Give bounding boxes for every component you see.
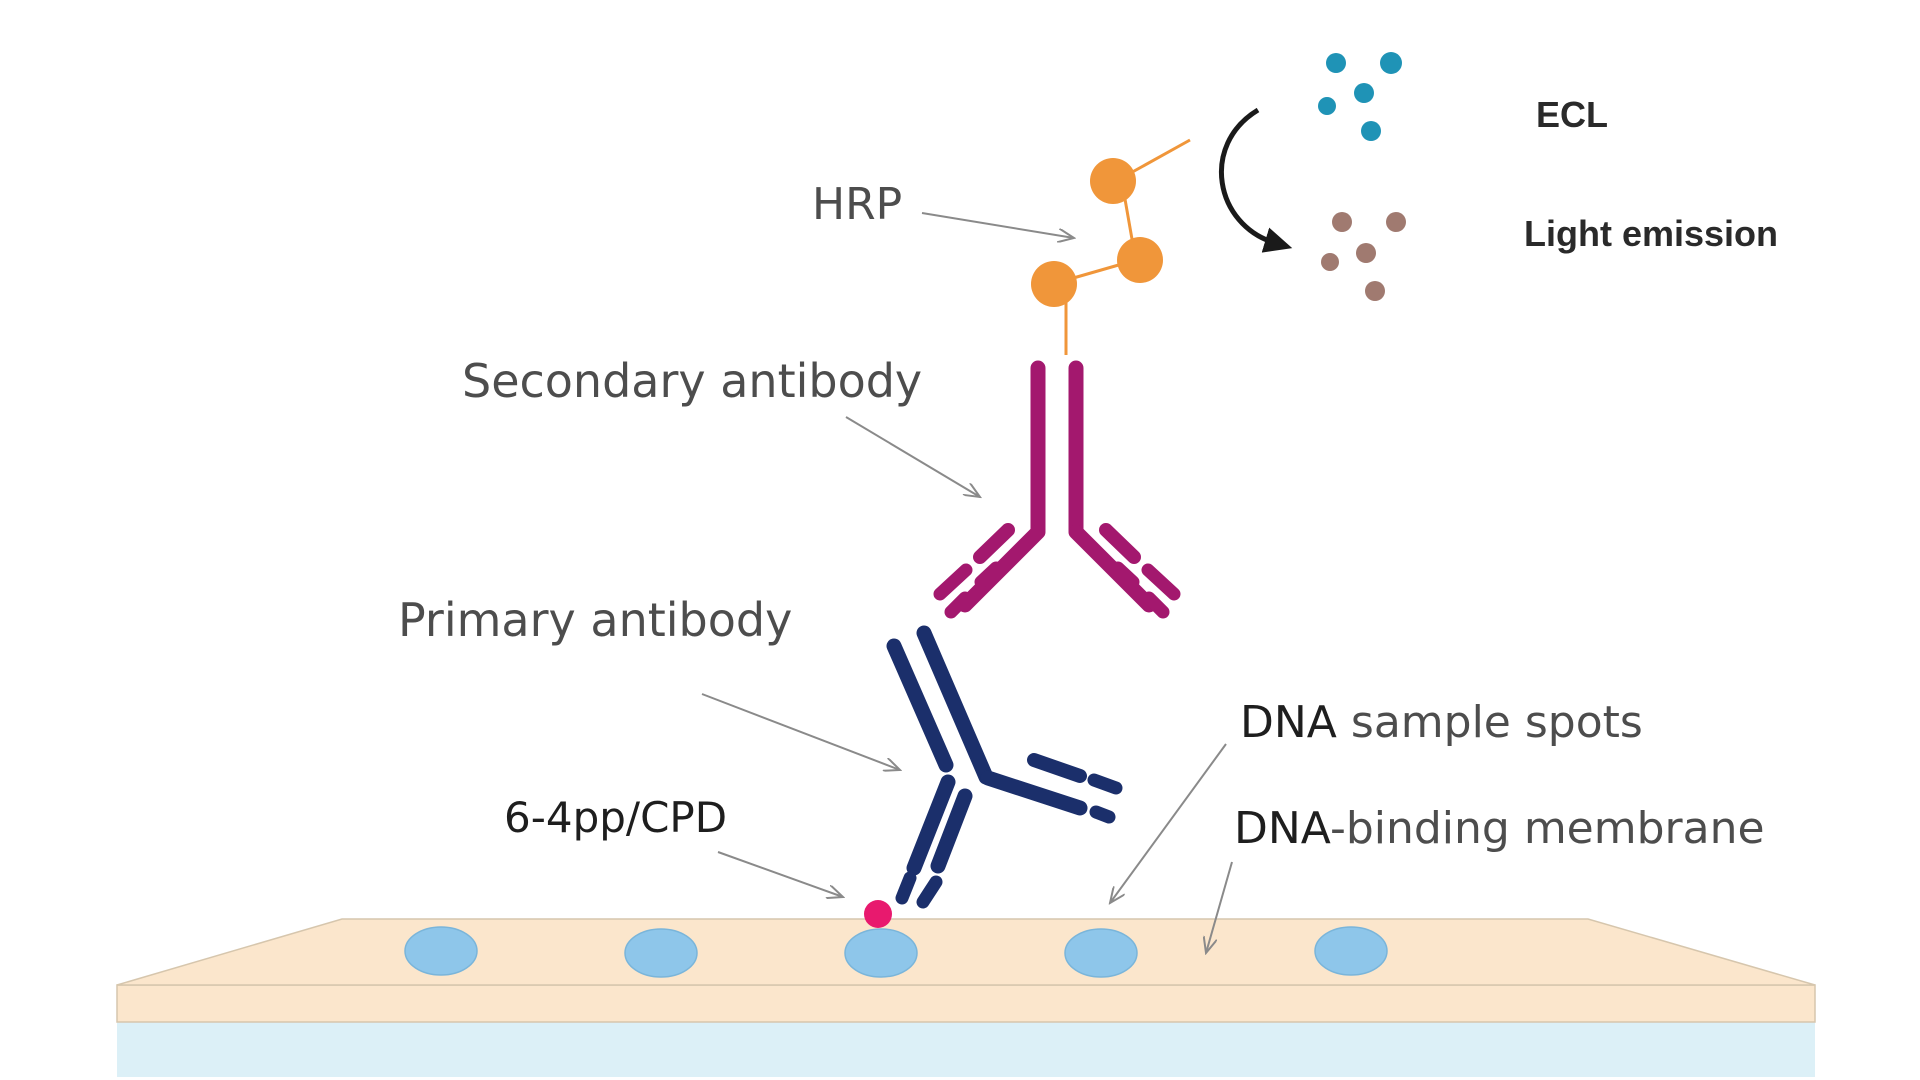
hrp-bead xyxy=(1117,237,1163,283)
hrp-enzyme xyxy=(1031,138,1191,355)
membrane-label-part1: DNA xyxy=(1234,803,1331,854)
secondary-antibody-pointer xyxy=(845,416,980,497)
secondary-antibody xyxy=(933,360,1181,619)
dna-sample-spots-label-part1: DNA xyxy=(1240,697,1337,748)
membrane-label-part2: -binding membrane xyxy=(1330,803,1765,854)
membrane-top-surface xyxy=(116,918,1816,986)
dna-spot xyxy=(844,928,918,978)
ecl-substrate-dots xyxy=(1318,52,1402,141)
lesion-label: 6-4pp/CPD xyxy=(504,793,727,842)
dna-sample-spots-label: DNA sample spots xyxy=(1240,697,1643,748)
lesion-pointer xyxy=(717,851,843,897)
dna-sample-spots-label-part2: sample spots xyxy=(1337,697,1643,748)
hrp-bead xyxy=(1090,158,1136,204)
primary-antibody xyxy=(886,625,1123,909)
hrp-label: HRP xyxy=(812,179,902,230)
dna-spots-pointer xyxy=(1110,743,1227,903)
hrp-bead xyxy=(1031,261,1077,307)
hrp-pointer xyxy=(921,212,1074,238)
light-emission-label: Light emission xyxy=(1524,213,1778,254)
dna-sample-spots xyxy=(404,926,1388,978)
primary-antibody-pointer xyxy=(701,693,900,770)
membrane-pointer xyxy=(1206,861,1233,953)
lesion-marker xyxy=(864,900,892,928)
dna-binding-membrane-label: DNA-binding membrane xyxy=(1234,803,1765,854)
ecl-reaction xyxy=(1219,52,1406,301)
membrane-front-face xyxy=(116,984,1816,1023)
dna-spot xyxy=(404,926,478,976)
dna-spot xyxy=(624,928,698,978)
membrane-base-layer xyxy=(117,1020,1815,1077)
pointer-arrows xyxy=(701,212,1233,953)
secondary-antibody-label: Secondary antibody xyxy=(462,354,922,408)
dna-binding-membrane xyxy=(116,918,1816,1077)
light-emission-dots xyxy=(1321,212,1406,301)
primary-antibody-label: Primary antibody xyxy=(398,593,792,647)
dna-spot xyxy=(1314,926,1388,976)
dna-spot xyxy=(1064,928,1138,978)
reaction-curved-arrow xyxy=(1219,107,1293,253)
ecl-label: ECL xyxy=(1536,94,1608,135)
